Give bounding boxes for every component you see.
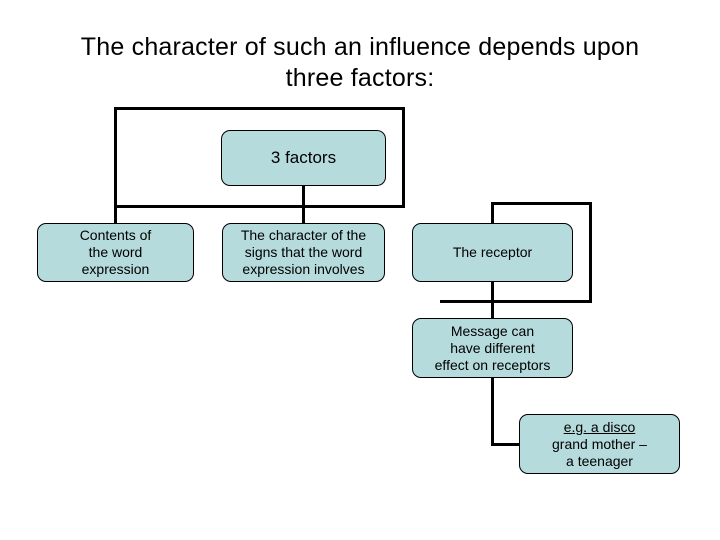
node-root-label: 3 factors <box>270 148 337 167</box>
connector-top-bar <box>114 107 405 110</box>
connector-message-down <box>491 378 494 446</box>
connector-root-down-stub <box>302 186 305 208</box>
connector-to-factor-2 <box>302 205 305 225</box>
node-example-label-rest: grand mother – a teenager <box>552 435 647 469</box>
slide-title: The character of such an influence depen… <box>80 33 640 92</box>
connector-receptor-right-leg <box>589 202 592 303</box>
node-factor-contents[interactable]: Contents of the word expression <box>37 223 194 282</box>
node-factor-contents-label: Contents of the word expression <box>79 227 152 277</box>
node-factor-receptor[interactable]: The receptor <box>412 223 573 282</box>
node-message-label: Message can have different effect on rec… <box>434 322 551 373</box>
node-root[interactable]: 3 factors <box>221 130 386 186</box>
node-factor-signs-label: The character of the signs that the word… <box>240 227 367 277</box>
connector-receptor-bottom-bar <box>440 300 592 303</box>
connector-receptor-top-stub <box>491 202 494 226</box>
node-example[interactable]: e.g. a disco grand mother – a teenager <box>519 414 680 474</box>
connector-to-factor-1 <box>114 205 117 225</box>
connector-bus-left-riser <box>114 107 117 206</box>
connector-root-bus <box>114 205 405 208</box>
node-example-label-underlined: e.g. a disco <box>563 418 636 435</box>
connector-to-example <box>491 443 522 446</box>
node-example-text: e.g. a disco grand mother – a teenager <box>552 419 647 470</box>
connector-to-message <box>491 282 494 320</box>
node-factor-receptor-label: The receptor <box>452 244 533 260</box>
connector-bus-right-riser <box>402 107 405 206</box>
node-factor-signs[interactable]: The character of the signs that the word… <box>222 223 385 282</box>
connector-receptor-top-bar <box>491 202 592 205</box>
node-message[interactable]: Message can have different effect on rec… <box>412 318 573 378</box>
